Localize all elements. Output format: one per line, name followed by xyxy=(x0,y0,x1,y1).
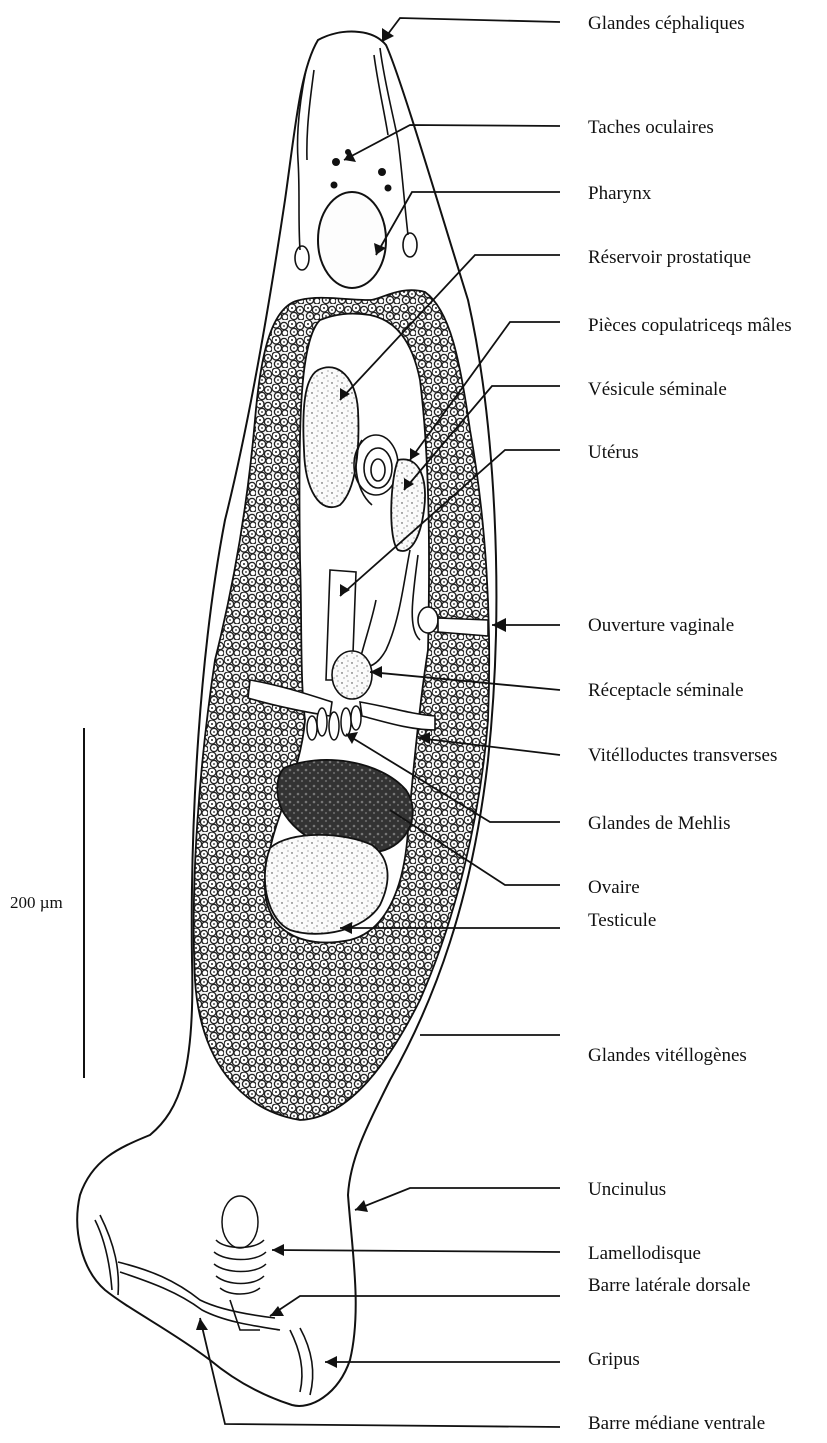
label-uncinulus: Uncinulus xyxy=(588,1180,666,1199)
label-seminal-receptacle: Réceptacle séminale xyxy=(588,681,744,700)
label-gripus: Gripus xyxy=(588,1350,640,1369)
label-vitelline-glands: Glandes vitéllogènes xyxy=(588,1046,747,1065)
label-cephalic-glands: Glandes céphaliques xyxy=(588,14,745,33)
leader-uncinulus xyxy=(355,1188,560,1210)
label-pharynx: Pharynx xyxy=(588,184,651,203)
scale-bar-label: 200 µm xyxy=(10,894,63,911)
label-eye-spots: Taches oculaires xyxy=(588,118,714,137)
label-vaginal-opening: Ouverture vaginale xyxy=(588,616,734,635)
leader-cephalic-glands xyxy=(382,18,560,42)
label-ovary: Ovaire xyxy=(588,878,640,897)
label-testis: Testicule xyxy=(588,911,656,930)
label-prostatic-reservoir: Réservoir prostatique xyxy=(588,248,751,267)
label-ventral-median-bar: Barre médiane ventrale xyxy=(588,1414,765,1433)
label-uterus: Utérus xyxy=(588,443,639,462)
label-male-copulatory: Pièces copulatriceqs mâles xyxy=(588,316,792,335)
label-mehlis-glands: Glandes de Mehlis xyxy=(588,814,730,833)
label-seminal-vesicle: Vésicule séminale xyxy=(588,380,727,399)
seminal-receptacle xyxy=(332,651,372,699)
label-dorsal-lateral-bar: Barre latérale dorsale xyxy=(588,1276,750,1295)
label-lamellodisc: Lamellodisque xyxy=(588,1244,701,1263)
pharynx xyxy=(318,192,386,288)
label-transverse-vitelloducts: Vitélloductes transverses xyxy=(588,746,777,765)
